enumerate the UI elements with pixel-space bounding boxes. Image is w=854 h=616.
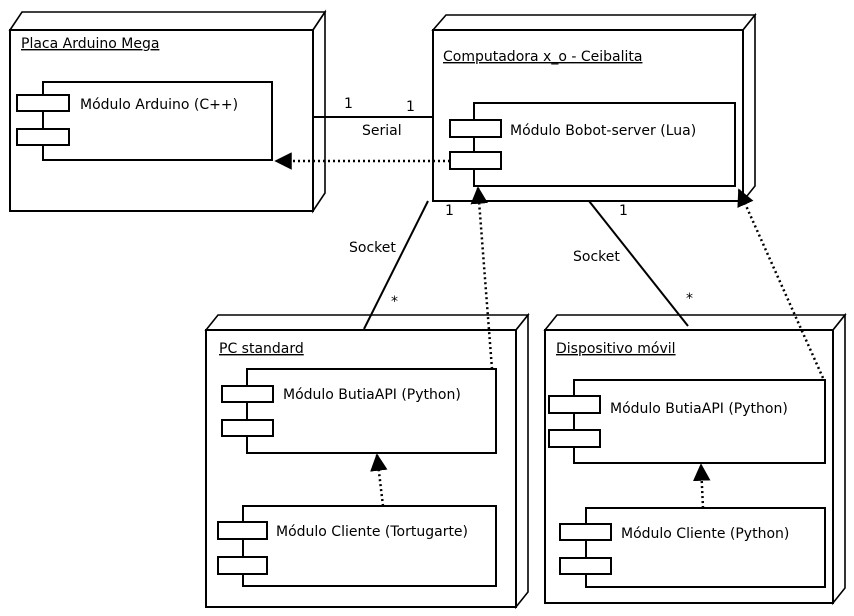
component-mobile-cliente: Módulo Cliente (Python) — [559, 507, 826, 588]
component-label: Módulo Cliente (Tortugarte) — [276, 524, 468, 540]
component-label: Módulo ButiaAPI (Python) — [283, 387, 461, 403]
node-title: Dispositivo móvil — [556, 341, 676, 357]
component-arduino: Módulo Arduino (C++) — [16, 81, 273, 161]
component-pc-butiaapi: Módulo ButiaAPI (Python) — [221, 368, 497, 454]
node-pc-standard: PC standard Módulo ButiaAPI (Python) Mód… — [204, 312, 530, 610]
multiplicity-top: 1 — [619, 203, 628, 219]
component-label: Módulo Arduino (C++) — [80, 97, 238, 113]
component-label: Módulo Bobot-server (Lua) — [510, 123, 696, 139]
multiplicity-bottom: * — [391, 294, 398, 310]
multiplicity-bottom: * — [686, 291, 693, 307]
dependency-arrow-mobile-client — [692, 463, 711, 509]
multiplicity-right: 1 — [406, 99, 415, 115]
connection-label: Socket — [349, 240, 396, 256]
component-mobile-butiaapi: Módulo ButiaAPI (Python) — [548, 379, 826, 464]
multiplicity-left: 1 — [344, 96, 353, 112]
node-title: PC standard — [219, 341, 304, 357]
node-title: Computadora x_o - Ceibalita — [443, 49, 642, 65]
dependency-arrow-pc-client — [370, 453, 388, 507]
connection-label: Socket — [573, 249, 620, 265]
node-title: Placa Arduino Mega — [21, 36, 159, 52]
component-bobot-server: Módulo Bobot-server (Lua) — [449, 102, 736, 187]
node-arduino: Placa Arduino Mega Módulo Arduino (C++) — [8, 9, 327, 214]
dependency-arrow-pc-api — [470, 186, 494, 370]
connection-serial: 1 1 Serial — [313, 96, 433, 139]
component-label: Módulo ButiaAPI (Python) — [610, 401, 788, 417]
connection-label: Serial — [362, 123, 402, 139]
connection-socket-mobile: 1 Socket * — [573, 200, 693, 327]
component-pc-cliente: Módulo Cliente (Tortugarte) — [217, 505, 497, 587]
dependency-arrow-mobile-api — [737, 188, 825, 379]
node-computer: Computadora x_o - Ceibalita Módulo Bobot… — [431, 12, 757, 204]
component-label: Módulo Cliente (Python) — [621, 526, 789, 542]
multiplicity-top: 1 — [445, 203, 454, 219]
node-mobile: Dispositivo móvil Módulo ButiaAPI (Pytho… — [543, 312, 847, 606]
connection-socket-pc: 1 Socket * — [349, 200, 454, 330]
